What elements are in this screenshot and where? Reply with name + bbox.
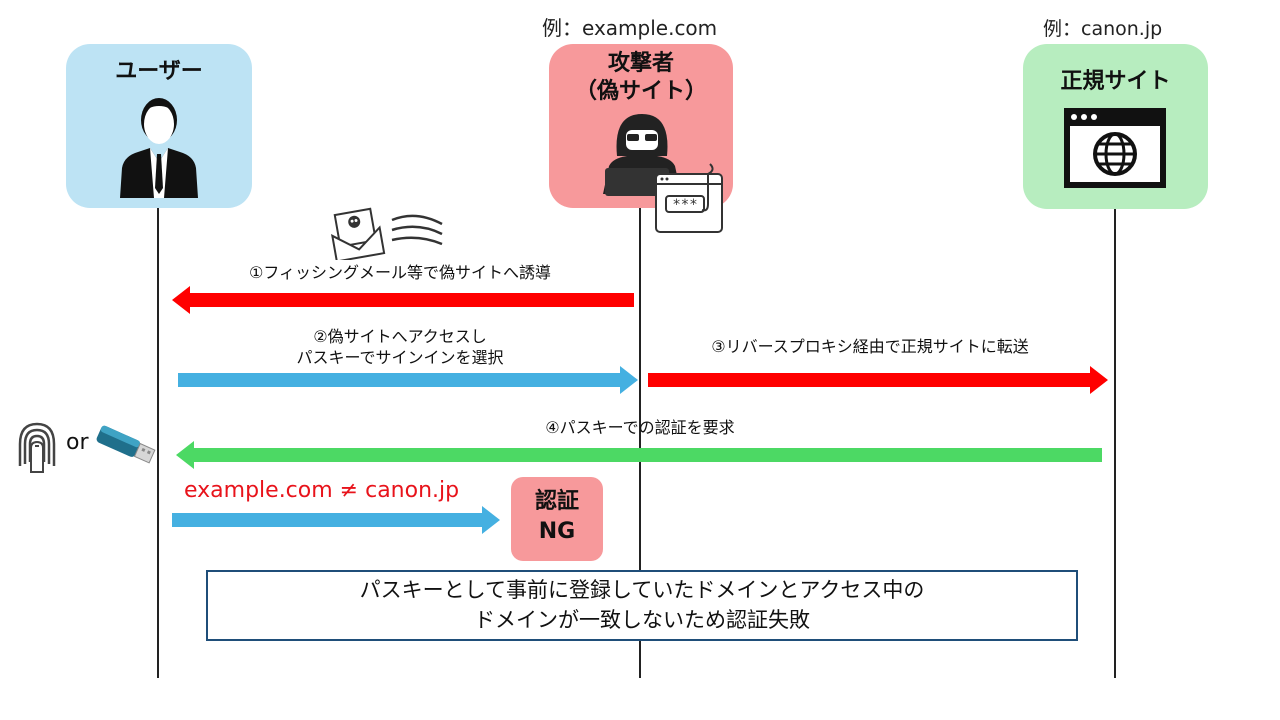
usb-security-key-icon — [96, 425, 156, 464]
step3-arrow — [648, 366, 1108, 394]
legit-actor-box: 正規サイト — [1023, 44, 1208, 209]
auth-ng-badge: 認証 NG — [511, 477, 603, 561]
globe-window-icon — [1064, 108, 1166, 188]
user-lifeline — [157, 208, 159, 678]
step2-label-line1: ②偽サイトへアクセスし — [313, 327, 487, 346]
phishing-mail-icon — [331, 207, 443, 260]
note-line2: ドメインが一致しないため認証失敗 — [474, 608, 810, 632]
step4-arrow — [176, 441, 1102, 469]
legit-lifeline — [1114, 208, 1116, 678]
businessman-icon — [120, 98, 198, 198]
step1-arrow — [172, 286, 634, 314]
auth-ng-line1: 認証 — [534, 489, 579, 514]
note-line1: パスキーとして事前に登録していたドメインとアクセス中の — [359, 578, 925, 602]
hacker-icon — [603, 114, 681, 196]
password-phishing-icon: *** — [655, 163, 723, 233]
attacker-example-domain: 例：example.com — [542, 16, 718, 40]
or-label: or — [66, 430, 89, 455]
user-actor-title: ユーザー — [115, 59, 203, 84]
attacker-actor-title: 攻撃者 — [607, 51, 674, 76]
auth-ng-line2: NG — [538, 519, 576, 544]
domain-mismatch-text: example.com ≠ canon.jp — [184, 478, 460, 503]
attacker-lifeline — [639, 208, 641, 678]
step1-label: ①フィッシングメール等で偽サイトへ誘導 — [248, 263, 552, 282]
step3-label: ③リバースプロキシ経由で正規サイトに転送 — [711, 337, 1029, 356]
legit-actor-title: 正規サイト — [1060, 69, 1171, 94]
attacker-actor-subtitle: （偽サイト） — [574, 79, 707, 104]
svg-text:***: *** — [672, 197, 697, 213]
failure-explanation-note: パスキーとして事前に登録していたドメインとアクセス中の ドメインが一致しないため… — [206, 570, 1078, 641]
step2-arrow — [178, 366, 638, 394]
legit-example-domain: 例：canon.jp — [1043, 18, 1163, 40]
auth-attempt-arrow — [172, 506, 500, 534]
step2-label-line2: パスキーでサインインを選択 — [296, 348, 504, 367]
step4-label: ④パスキーでの認証を要求 — [545, 418, 735, 437]
fingerprint-icon — [18, 422, 56, 473]
user-actor-box: ユーザー — [66, 44, 252, 208]
